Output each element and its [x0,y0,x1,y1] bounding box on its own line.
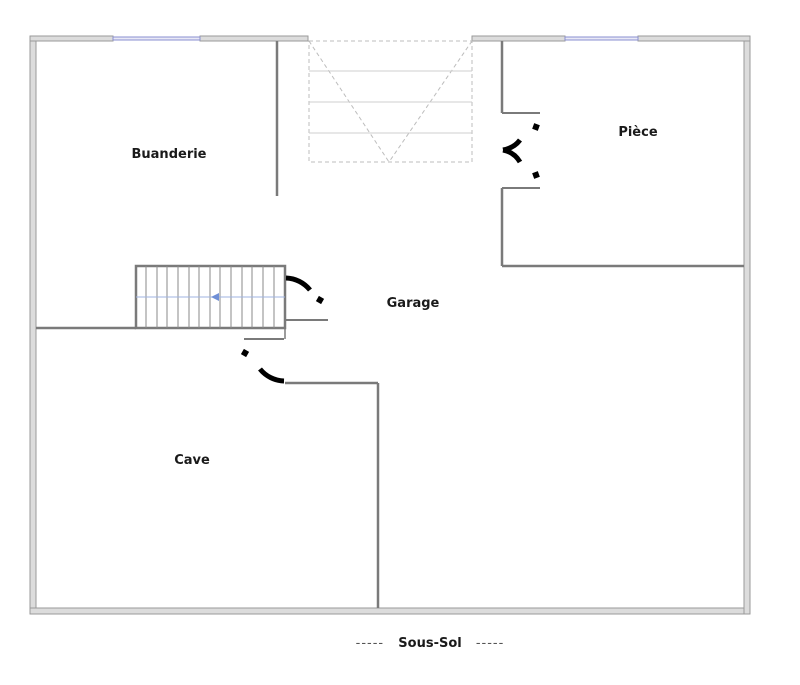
room-label-buanderie: Buanderie [132,147,207,162]
room-label-piece: Pièce [618,125,658,140]
caption-dashes-left: ----- [355,636,385,651]
window-piece [564,36,639,41]
stair-direction-arrow-icon [211,293,219,301]
window-buanderie [112,36,201,41]
exterior-walls [29,35,751,615]
level-caption: ----- Sous-Sol ----- [0,636,800,651]
door-stair-garage-icon [285,275,312,292]
garage-entrance-ramp [308,40,473,163]
room-labels: Buanderie Pièce Garage Cave [132,125,658,468]
door-swings [240,123,540,384]
room-label-garage: Garage [387,296,440,311]
door-cave-icon [258,367,285,384]
interior-walls [36,41,744,608]
staircase [134,264,287,330]
windows [112,36,639,41]
room-label-cave: Cave [174,453,210,468]
level-title: Sous-Sol [398,636,462,651]
caption-dashes-right: ----- [475,636,505,651]
